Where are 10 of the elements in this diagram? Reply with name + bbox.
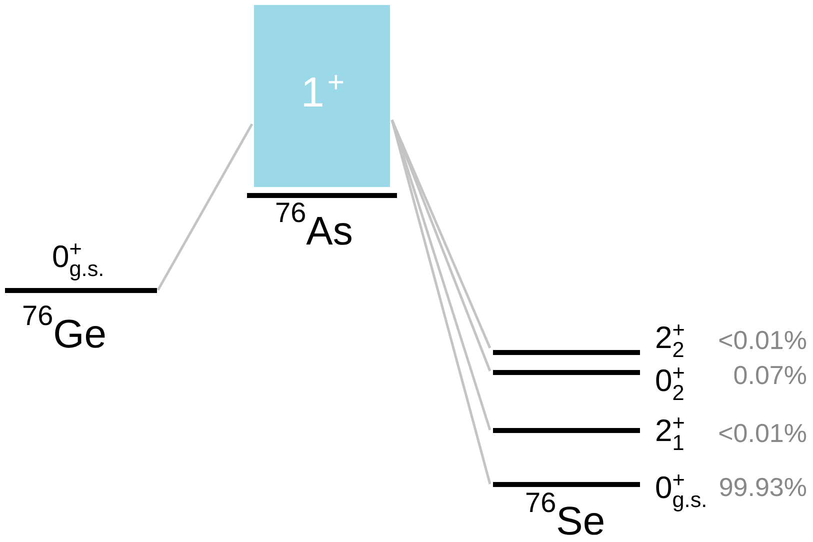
branching-ratio: <0.01%: [718, 420, 807, 446]
nuclide-label: $^{76}$Se: [525, 489, 606, 542]
state-box: [254, 5, 390, 187]
branching-ratio: <0.01%: [718, 327, 807, 353]
transition-line: [156, 123, 254, 291]
branching-ratio: 0.07%: [733, 362, 807, 388]
nuclide-label: $^{76}$Ge: [22, 302, 107, 354]
nuclide-label: $^{76}$As: [275, 199, 353, 252]
branching-ratio: 99.93%: [718, 474, 807, 500]
spin-parity-label: 1$^{+}$: [301, 68, 345, 114]
